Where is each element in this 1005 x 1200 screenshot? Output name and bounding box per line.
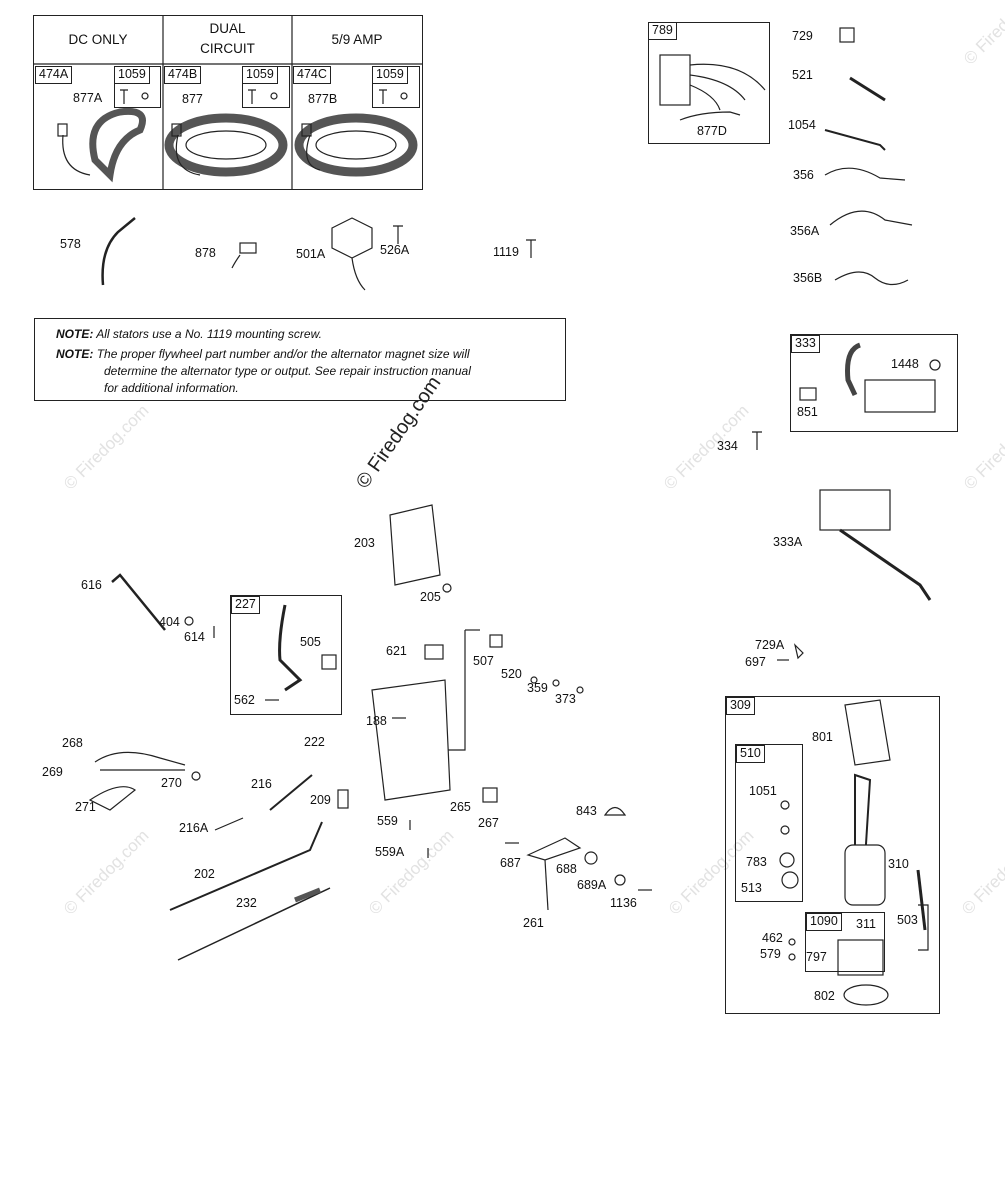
header-circuit: CIRCUIT (200, 41, 255, 56)
part-205: 205 (420, 590, 441, 604)
part-267: 267 (478, 816, 499, 830)
part-513: 513 (741, 881, 762, 895)
part-687: 687 (500, 856, 521, 870)
part-203: 203 (354, 536, 375, 550)
note-line-2: NOTE: The proper flywheel part number an… (56, 347, 470, 361)
part-202: 202 (194, 867, 215, 881)
part-877A: 877A (73, 91, 103, 105)
part-462: 462 (762, 931, 783, 945)
group-309-frame (725, 696, 940, 1014)
header-dual: DUAL (209, 21, 246, 36)
part-877B: 877B (308, 92, 338, 106)
part-526A: 526A (380, 243, 410, 257)
group-789-frame (648, 22, 770, 144)
part-801: 801 (812, 730, 833, 744)
part-271: 271 (75, 800, 96, 814)
part-209: 209 (310, 793, 331, 807)
screw-subbox (114, 66, 161, 108)
part-265: 265 (450, 800, 471, 814)
stator-table-frame (33, 15, 423, 190)
part-579: 579 (760, 947, 781, 961)
box-label-333: 333 (791, 335, 820, 353)
part-616: 616 (81, 578, 102, 592)
part-688: 688 (556, 862, 577, 876)
part-373: 373 (555, 692, 576, 706)
part-1136: 1136 (610, 896, 637, 910)
note-line-4: for additional information. (104, 381, 239, 395)
part-334: 334 (717, 439, 738, 453)
box-label-227: 227 (231, 596, 260, 614)
box-label-474A: 474A (35, 66, 73, 84)
part-356: 356 (793, 168, 814, 182)
header-dc-only: DC ONLY (68, 32, 128, 47)
part-232: 232 (236, 896, 257, 910)
part-356B: 356B (793, 271, 823, 285)
part-729: 729 (792, 29, 813, 43)
box-label-789: 789 (648, 22, 677, 40)
part-501A: 501A (296, 247, 326, 261)
header-5-9-amp: 5/9 AMP (331, 32, 383, 47)
part-559: 559 (377, 814, 398, 828)
note-line-3: determine the alternator type or output.… (104, 364, 471, 378)
part-562: 562 (234, 693, 255, 707)
part-359: 359 (527, 681, 548, 695)
group-333-frame (790, 334, 958, 432)
part-851: 851 (797, 405, 818, 419)
part-783: 783 (746, 855, 767, 869)
part-877: 877 (182, 92, 203, 106)
box-label-309: 309 (726, 697, 755, 715)
part-269: 269 (42, 765, 63, 779)
box-label-1059: 1059 (114, 66, 150, 84)
part-1051: 1051 (749, 784, 777, 798)
part-578: 578 (60, 237, 81, 251)
box-label-1059: 1059 (242, 66, 278, 84)
part-188: 188 (366, 714, 387, 728)
part-689A: 689A (577, 878, 607, 892)
part-797: 797 (806, 950, 827, 964)
part-614: 614 (184, 630, 205, 644)
part-505: 505 (300, 635, 321, 649)
part-802: 802 (814, 989, 835, 1003)
part-1054: 1054 (788, 118, 816, 132)
part-503: 503 (897, 913, 918, 927)
part-1448: 1448 (891, 357, 919, 371)
box-label-1090: 1090 (806, 913, 842, 931)
part-520: 520 (501, 667, 522, 681)
part-270: 270 (161, 776, 182, 790)
part-729A: 729A (755, 638, 785, 652)
part-268: 268 (62, 736, 83, 750)
part-333A: 333A (773, 535, 803, 549)
screw-subbox (242, 66, 290, 108)
part-697: 697 (745, 655, 766, 669)
part-521: 521 (792, 68, 813, 82)
part-507: 507 (473, 654, 494, 668)
part-877D: 877D (697, 124, 727, 138)
part-843: 843 (576, 804, 597, 818)
box-label-474C: 474C (293, 66, 331, 84)
note-line-1: NOTE: All stators use a No. 1119 mountin… (56, 327, 322, 341)
group-510-frame (735, 744, 803, 902)
box-label-474B: 474B (164, 66, 202, 84)
part-261: 261 (523, 916, 544, 930)
group-227-frame (230, 595, 342, 715)
part-559A: 559A (375, 845, 405, 859)
note-box (34, 318, 566, 401)
part-621: 621 (386, 644, 407, 658)
part-216: 216 (251, 777, 272, 791)
part-222: 222 (304, 735, 325, 749)
part-310: 310 (888, 857, 909, 871)
screw-subbox (372, 66, 420, 108)
part-1119: 1119 (493, 245, 519, 259)
part-878: 878 (195, 246, 216, 260)
part-356A: 356A (790, 224, 820, 238)
box-label-510: 510 (736, 745, 765, 763)
part-311: 311 (856, 917, 876, 931)
group-1090-frame (805, 912, 885, 972)
part-404: 404 (159, 615, 180, 629)
part-216A: 216A (179, 821, 209, 835)
